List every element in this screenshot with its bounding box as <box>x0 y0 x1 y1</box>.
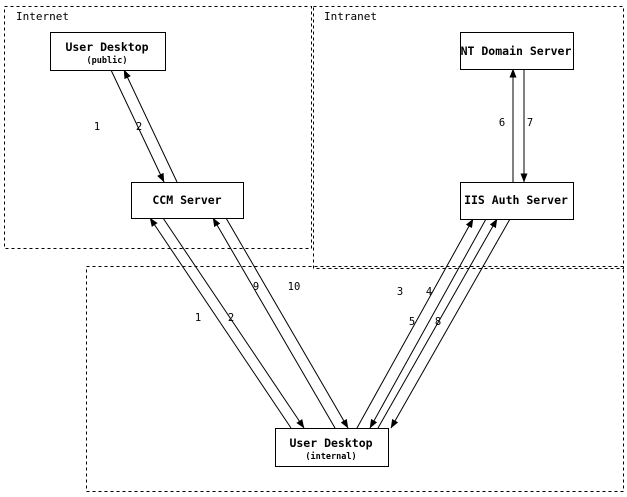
node-label-user-desktop-public: User Desktop <box>65 40 148 54</box>
zone-label-intranet: Intranet <box>324 10 377 23</box>
node-box-ccm-server[interactable] <box>131 182 244 219</box>
flow-4-iis-auth-server-to-user-desktop-internal <box>369 218 487 429</box>
node-label-nt-domain-server: NT Domain Server <box>461 44 572 58</box>
flow-2-ccm-server-to-user-desktop-internal <box>162 217 305 429</box>
flow-step-label: 3 <box>397 286 403 298</box>
node-box-nt-domain-server[interactable] <box>460 32 574 70</box>
flow-5-user-desktop-internal-to-iis-auth-server <box>377 218 498 429</box>
flow-step-label: 7 <box>527 117 533 129</box>
node-box-user-desktop-public[interactable] <box>50 32 166 71</box>
zone-boundaries: Internet Intranet <box>4 6 624 492</box>
flow-step-label: 6 <box>499 117 505 129</box>
node-user-desktop-internal[interactable]: User Desktop(internal) <box>275 428 389 467</box>
zone-label-internet: Internet <box>16 10 69 23</box>
flow-8-iis-auth-server-to-user-desktop-internal <box>390 218 511 429</box>
step-number-labels: 1 2 1 2 9 10 3 4 5 8 6 7 <box>94 117 533 328</box>
node-user-desktop-public[interactable]: User Desktop(public) <box>50 32 166 71</box>
zone-internet: Internet <box>4 6 312 249</box>
node-sublabel-user-desktop-public: (public) <box>87 55 128 66</box>
node-label-user-desktop-internal: User Desktop <box>289 436 372 450</box>
flow-step-label: 4 <box>426 286 432 298</box>
flow-10-ccm-server-to-user-desktop-internal <box>225 217 349 429</box>
flow-3-user-desktop-internal-to-iis-auth-server <box>356 218 474 429</box>
flow-1-user-desktop-internal-to-ccm-server <box>149 217 292 429</box>
node-box-user-desktop-internal[interactable] <box>275 428 389 467</box>
node-ccm-server[interactable]: CCM Server <box>131 182 244 219</box>
node-label-ccm-server: CCM Server <box>152 193 221 207</box>
zone-border-internal-lan <box>86 266 624 492</box>
node-label-iis-auth-server: IIS Auth Server <box>464 193 568 207</box>
flow-step-label: 2 <box>228 312 234 324</box>
flow-1-user-desktop-public-to-ccm-server <box>110 69 165 183</box>
node-nt-domain-server[interactable]: NT Domain Server <box>460 32 574 70</box>
flow-step-label: 2 <box>136 121 142 133</box>
flow-step-label: 5 <box>409 316 415 328</box>
flow-9-user-desktop-internal-to-ccm-server <box>212 217 336 429</box>
flow-step-label: 8 <box>435 316 441 328</box>
flow-step-label: 1 <box>94 121 100 133</box>
flow-step-label: 10 <box>288 281 301 293</box>
node-box-iis-auth-server[interactable] <box>460 182 574 220</box>
flow-connectors <box>110 68 528 429</box>
flow-2-ccm-server-to-user-desktop-public <box>123 69 178 183</box>
node-sublabel-user-desktop-internal: (internal) <box>305 451 356 462</box>
flow-step-label: 9 <box>253 281 259 293</box>
zone-border-internet <box>4 6 312 249</box>
flow-step-label: 1 <box>195 312 201 324</box>
node-iis-auth-server[interactable]: IIS Auth Server <box>460 182 574 220</box>
zone-internal-lan <box>86 266 624 492</box>
